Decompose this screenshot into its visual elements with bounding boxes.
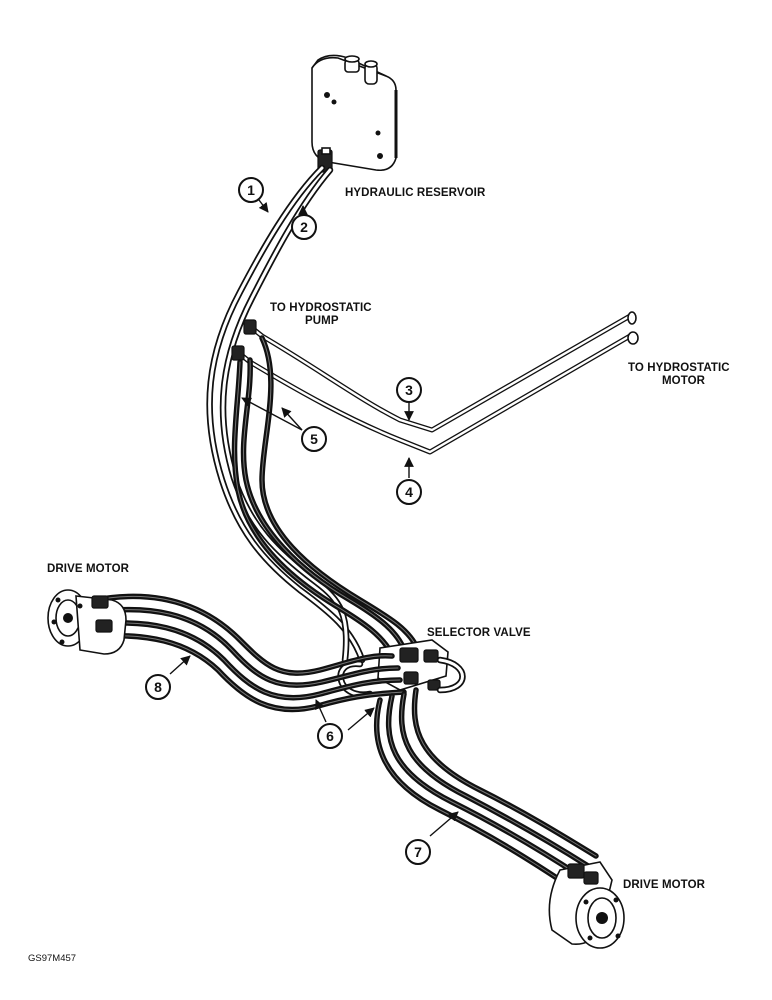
label-to-hydrostatic-motor-1: TO HYDROSTATIC (628, 362, 730, 374)
label-drive-motor-right: DRIVE MOTOR (623, 879, 706, 891)
callout-2: 2 (291, 214, 317, 240)
svg-text:4: 4 (405, 484, 413, 500)
hose-group-5 (231, 335, 421, 657)
label-selector-valve: SELECTOR VALVE (427, 627, 531, 639)
callout-8: 8 (145, 674, 171, 700)
figure-id: GS97M457 (28, 953, 76, 964)
hydraulic-reservoir (311, 54, 398, 173)
svg-text:1: 1 (247, 182, 255, 198)
callout-4: 4 (396, 479, 422, 505)
svg-text:5: 5 (310, 431, 318, 447)
reservoir-hoses (206, 164, 366, 664)
hydrostatic-tubes (231, 311, 639, 455)
label-to-hydrostatic-pump-2: PUMP (305, 315, 339, 327)
svg-text:8: 8 (154, 679, 162, 695)
callout-3: 3 (396, 377, 422, 403)
label-hydraulic-reservoir: HYDRAULIC RESERVOIR (345, 187, 486, 199)
label-to-hydrostatic-motor-2: MOTOR (662, 375, 706, 387)
callout-5: 5 (301, 426, 327, 452)
leader-lines (169, 199, 459, 837)
hose-group-7 (373, 687, 599, 891)
svg-text:2: 2 (300, 219, 308, 235)
hose-group-8 (92, 593, 407, 713)
callout-7: 7 (405, 839, 431, 865)
drive-motor-left (47, 589, 127, 655)
svg-text:6: 6 (326, 728, 334, 744)
svg-text:3: 3 (405, 382, 413, 398)
callout-1: 1 (238, 177, 264, 203)
callout-6: 6 (317, 723, 343, 749)
drive-motor-right (548, 861, 625, 949)
label-to-hydrostatic-pump-1: TO HYDROSTATIC (270, 302, 372, 314)
label-drive-motor-left: DRIVE MOTOR (47, 563, 130, 575)
svg-text:7: 7 (414, 844, 422, 860)
